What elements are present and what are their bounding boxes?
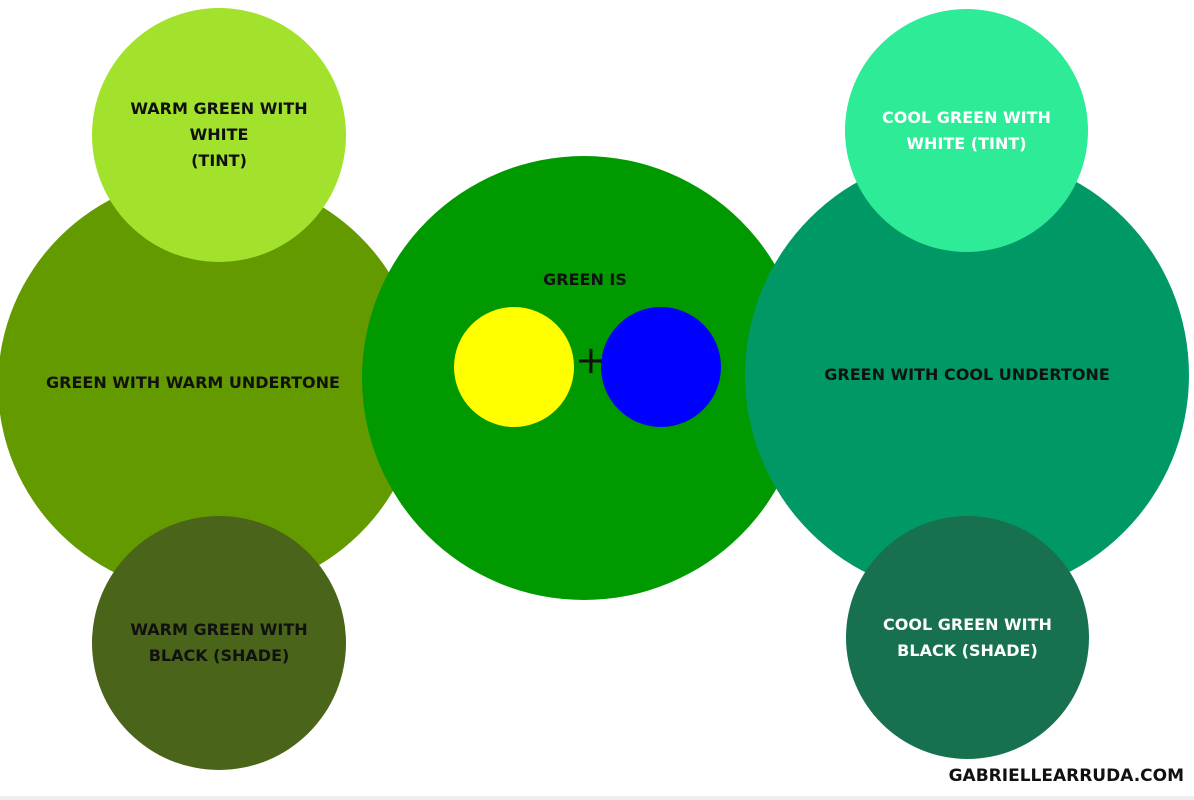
warm-undertone-label-overlay: GREEN WITH WARM UNDERTONE (46, 373, 340, 392)
footer-divider (0, 796, 1194, 800)
cool-undertone-label: GREEN WITH COOL UNDERTONE (824, 365, 1110, 384)
cool-shade-label: COOL GREEN WITH BLACK (SHADE) (883, 612, 1052, 664)
green-center-circle (362, 156, 806, 600)
cool-shade-line-2: BLACK (SHADE) (897, 640, 1038, 660)
cool-tint-label: COOL GREEN WITH WHITE (TINT) (882, 105, 1051, 157)
green-is-title: GREEN IS (543, 270, 627, 289)
cool-shade-line-1: COOL GREEN WITH (883, 614, 1052, 634)
warm-tint-line-1: WARM GREEN WITH (130, 99, 308, 118)
cool-tint-line-2: WHITE (TINT) (906, 133, 1027, 153)
warm-tint-label: WARM GREEN WITH WHITE (TINT) (130, 96, 307, 174)
warm-shade-line-1: WARM GREEN WITH (130, 620, 308, 639)
cool-tint-circle: COOL GREEN WITH WHITE (TINT) (845, 9, 1088, 252)
warm-shade-line-2: BLACK (SHADE) (148, 646, 290, 665)
warm-tint-circle: WARM GREEN WITH WHITE (TINT) (92, 8, 346, 262)
yellow-circle (454, 307, 574, 427)
site-watermark: GABRIELLEARRUDA.COM (948, 766, 1184, 786)
warm-shade-circle: WARM GREEN WITH BLACK (SHADE) (92, 516, 346, 770)
warm-tint-line-3: (TINT) (191, 151, 247, 170)
warm-tint-line-2: WHITE (189, 125, 249, 144)
cool-shade-circle: COOL GREEN WITH BLACK (SHADE) (846, 516, 1089, 759)
cool-tint-line-1: COOL GREEN WITH (882, 107, 1051, 127)
warm-shade-label: WARM GREEN WITH BLACK (SHADE) (130, 617, 307, 669)
blue-circle (601, 307, 721, 427)
